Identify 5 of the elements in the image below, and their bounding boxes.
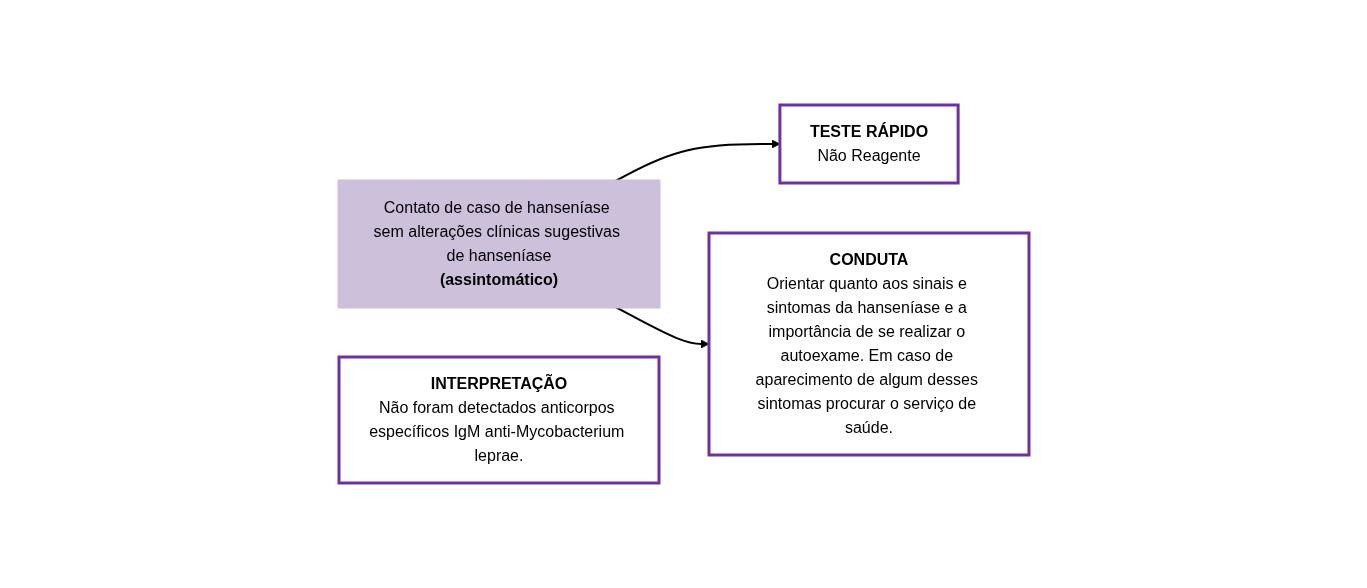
node-box: CONDUTA Orientar quanto aos sinais e sintomas da hanseníase e a importância de se realizar o autoexame. Em caso de aparecimento de algum desses sintomas procurar o serviço de saúde. — [707, 231, 1030, 457]
arrow — [614, 139, 780, 182]
node-box: INTERPRETAÇÃO Não foram detectados anticorpos específicos IgM anti-Mycobacterium leprae. — [337, 355, 660, 485]
node-box: Contato de caso de hanseníase sem alterações clínicas sugestivas de hanseníase (assintomático) — [337, 179, 660, 309]
node-box: TESTE RÁPIDO Não Reagente — [777, 103, 960, 185]
